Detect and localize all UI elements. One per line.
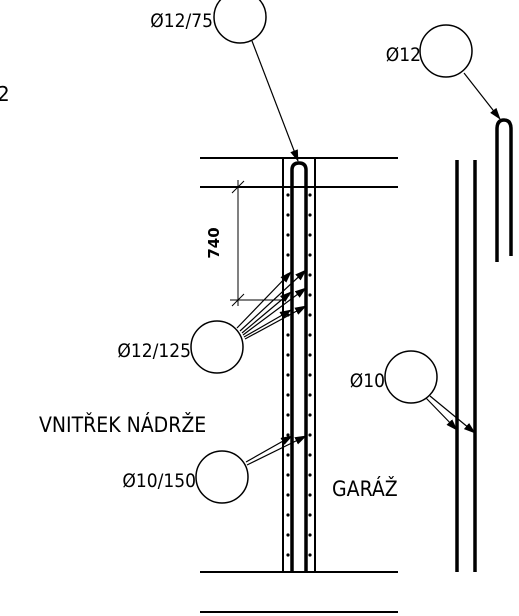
- leader-top: [251, 40, 299, 162]
- dimension-label: 740: [205, 227, 223, 258]
- leader-right-hook: [463, 72, 501, 120]
- dimension-740: [230, 180, 283, 307]
- callout-circle-right-hook: [419, 24, 473, 78]
- leaders-right-bar: [425, 395, 476, 434]
- distribution-bars: [286, 193, 312, 557]
- callout-label-inner: Ø10/150: [122, 470, 196, 492]
- callout-label-right-bar: Ø10: [350, 370, 385, 392]
- callout-label-right-hook: Ø12: [386, 44, 421, 66]
- callout-circle-stirrup: [190, 320, 244, 374]
- hook-rebar: [495, 118, 513, 262]
- callout-label-top: Ø12/75: [150, 10, 213, 32]
- region-label-inside-tank: VNITŘEK NÁDRŽE: [39, 412, 206, 437]
- leaders-stirrup: [236, 269, 307, 340]
- callout-label-stirrup: Ø12/125: [117, 340, 191, 362]
- callout-circle-inner: [195, 450, 249, 504]
- callout-circle-right-bar: [384, 350, 438, 404]
- callout-circle-top: [213, 0, 267, 44]
- region-label-garage: GARÁŽ: [332, 476, 398, 501]
- left-fragment-text: 2: [0, 82, 10, 106]
- main-rebar-u: [290, 161, 308, 572]
- leaders-inner: [245, 435, 307, 466]
